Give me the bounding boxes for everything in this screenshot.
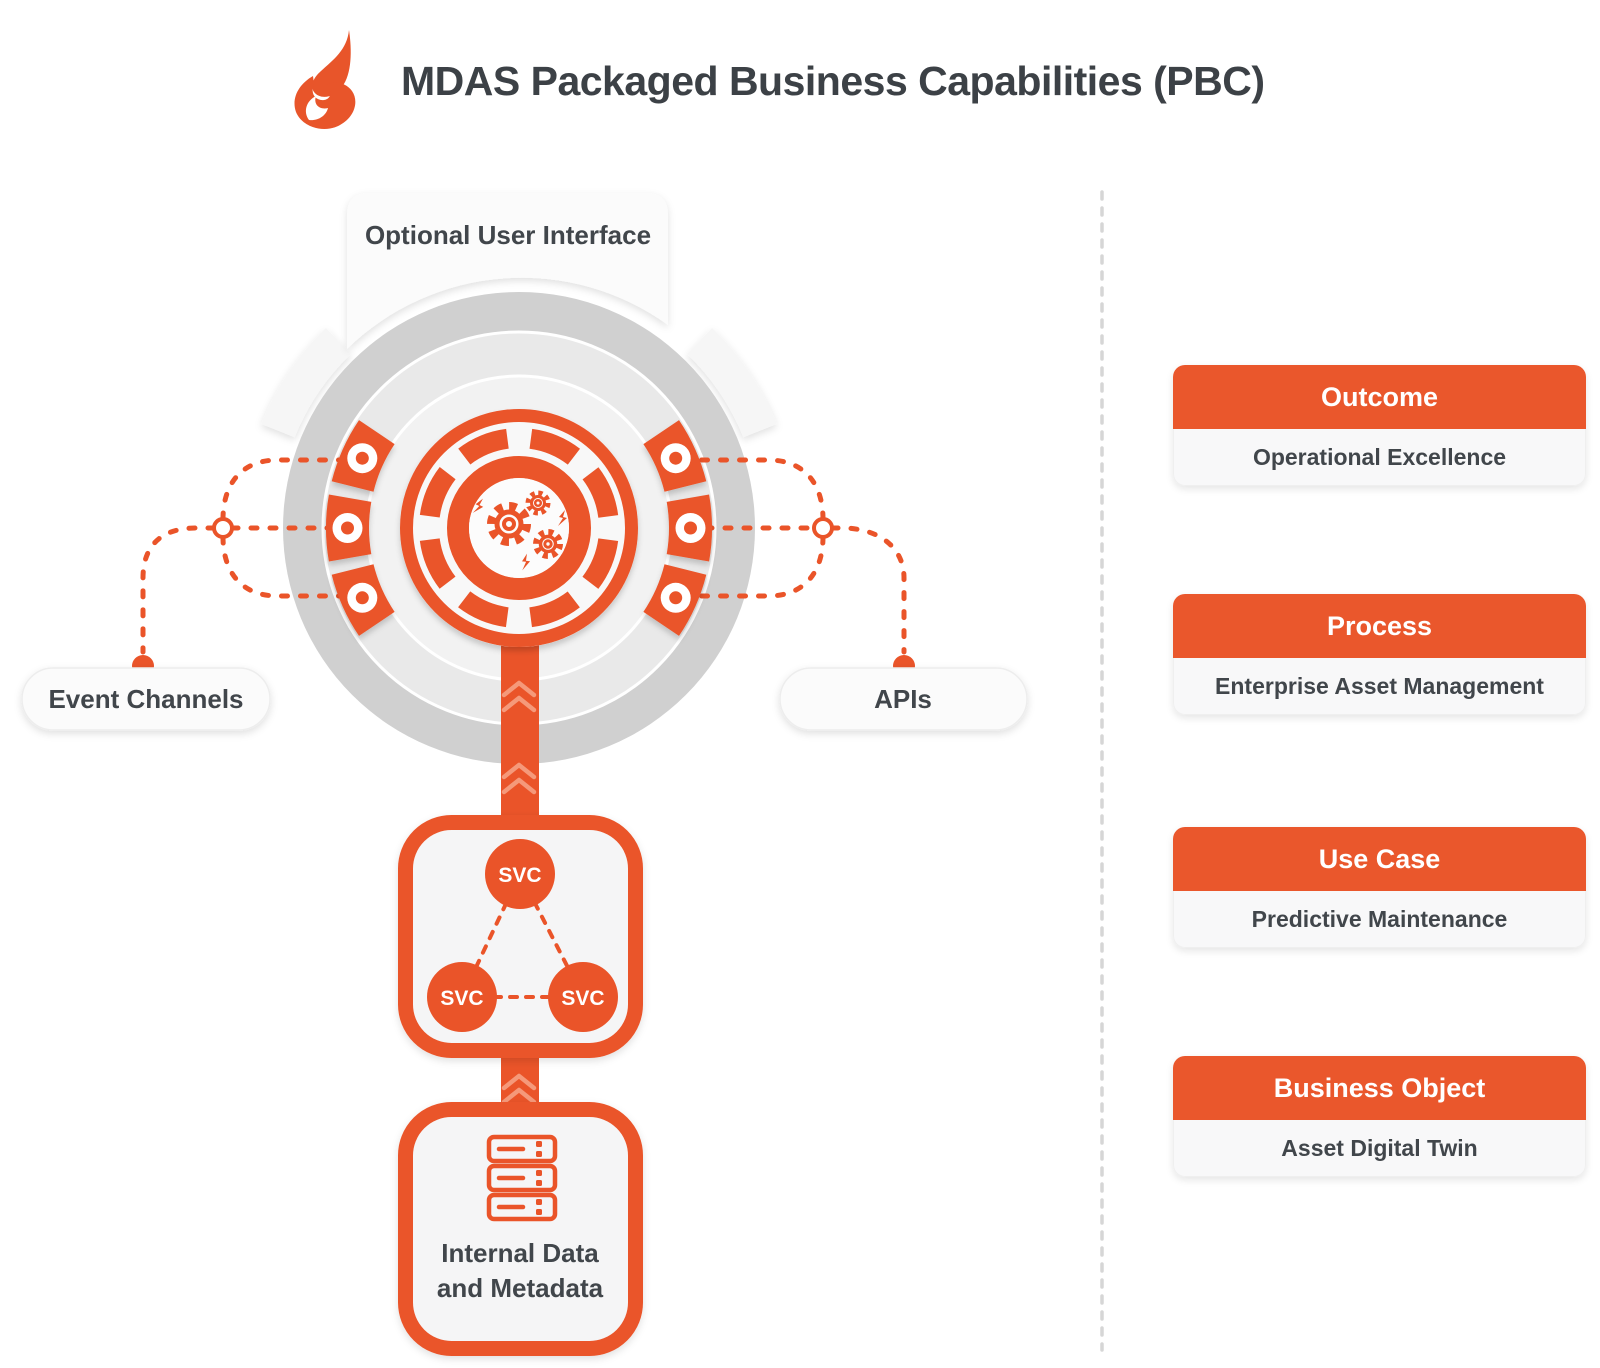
chevron-up-icon <box>501 1073 537 1105</box>
card-process-header: Process <box>1173 594 1586 658</box>
svc-node-label: SVC <box>561 987 604 1010</box>
card-process-value: Enterprise Asset Management <box>1173 658 1586 715</box>
pbc-diagram: Optional User Interface <box>21 190 1104 1356</box>
internal-data-box <box>398 1102 643 1356</box>
svc-node <box>427 962 497 1032</box>
svc-node <box>485 839 555 909</box>
lightning-icon <box>472 498 567 571</box>
svc-node-label: SVC <box>498 864 541 887</box>
card-business-object-header: Business Object <box>1173 1056 1586 1120</box>
card-process: Process Enterprise Asset Management <box>1173 594 1586 715</box>
event-channels-label: Event Channels <box>48 684 243 714</box>
card-use-case: Use Case Predictive Maintenance <box>1173 827 1586 948</box>
arch-wing-right <box>687 328 777 438</box>
internal-data-label-line2: and Metadata <box>437 1273 604 1303</box>
page-title: MDAS Packaged Business Capabilities (PBC… <box>401 57 1265 104</box>
connector-node-right <box>812 517 834 539</box>
card-outcome: Outcome Operational Excellence <box>1173 365 1586 486</box>
gear-icon-medium <box>531 527 565 561</box>
event-channels-connector <box>140 457 349 655</box>
apis-connector <box>689 457 907 655</box>
internal-data-label-line1: Internal Data <box>441 1238 599 1268</box>
chevron-up-icon <box>501 680 537 795</box>
card-outcome-header: Outcome <box>1173 365 1586 429</box>
optional-ui-label <box>347 193 668 349</box>
apis-pill <box>779 667 1028 731</box>
gear-icon-large <box>485 500 533 548</box>
port-donuts <box>332 443 706 613</box>
card-use-case-value: Predictive Maintenance <box>1173 891 1586 948</box>
svc-node <box>548 962 618 1032</box>
apis-label: APIs <box>874 684 932 714</box>
svc-node-label: SVC <box>440 987 483 1010</box>
gears-icon <box>472 489 567 571</box>
gear-icon-small <box>524 489 552 517</box>
card-business-object: Business Object Asset Digital Twin <box>1173 1056 1586 1177</box>
card-use-case-header: Use Case <box>1173 827 1586 891</box>
card-business-object-value: Asset Digital Twin <box>1173 1120 1586 1177</box>
svc-nodes: SVC SVC SVC <box>427 839 618 1032</box>
page-header: MDAS Packaged Business Capabilities (PBC… <box>283 28 1265 134</box>
connector-node-left <box>212 517 234 539</box>
card-outcome-value: Operational Excellence <box>1173 429 1586 486</box>
event-channels-pill <box>21 667 271 731</box>
database-stack-icon <box>486 1134 558 1222</box>
flame-icon <box>294 30 356 129</box>
optional-ui-label-text: Optional User Interface <box>365 220 651 250</box>
arch-wing-left <box>261 328 351 438</box>
